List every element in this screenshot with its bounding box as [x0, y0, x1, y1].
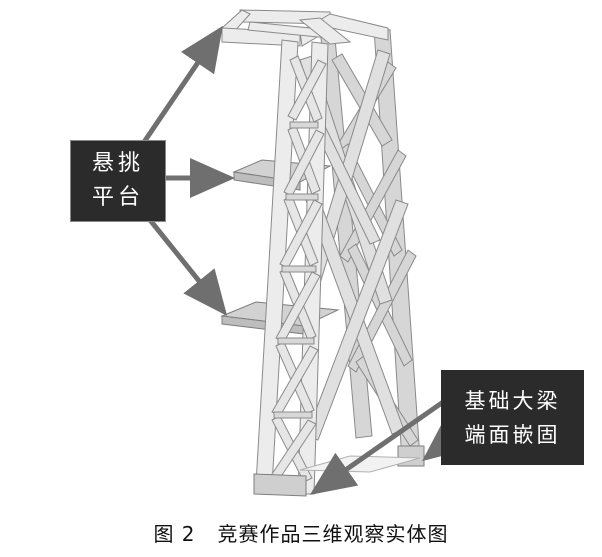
arrow-to-left-base	[309, 397, 448, 495]
tie-4	[277, 337, 315, 345]
x-brace-1b	[287, 59, 327, 121]
tie-3	[281, 265, 317, 273]
foundation-label-line2: 端面嵌固	[464, 422, 561, 447]
figure-title: 竞赛作品三维观察实体图	[217, 522, 449, 546]
side-brace-4	[305, 199, 409, 441]
foundation-label-line1: 基础大梁	[464, 388, 561, 413]
tower-side-braces	[299, 49, 409, 441]
cantilever-platform-label: 悬挑 平台	[70, 140, 166, 222]
tie-5	[273, 411, 313, 419]
horizontal-ties	[273, 121, 319, 419]
cantilever-label-line2: 平台	[91, 185, 144, 210]
figure-number: 图 2	[153, 522, 196, 546]
figure-caption: 图 2 竞赛作品三维观察实体图	[0, 518, 602, 552]
base-plate-left	[253, 473, 307, 497]
front-x-bracing	[267, 55, 327, 485]
top-cap-cross-2	[298, 17, 352, 45]
foundation-beam-label: 基础大梁 端面嵌固	[441, 370, 584, 465]
tie-1	[289, 121, 319, 129]
arrow-to-top-platform	[137, 25, 223, 150]
tie-2	[285, 193, 319, 201]
top-cap-frame	[221, 9, 389, 47]
cantilever-label-line1: 悬挑	[91, 151, 144, 176]
arrow-to-lower-platform	[148, 218, 228, 316]
